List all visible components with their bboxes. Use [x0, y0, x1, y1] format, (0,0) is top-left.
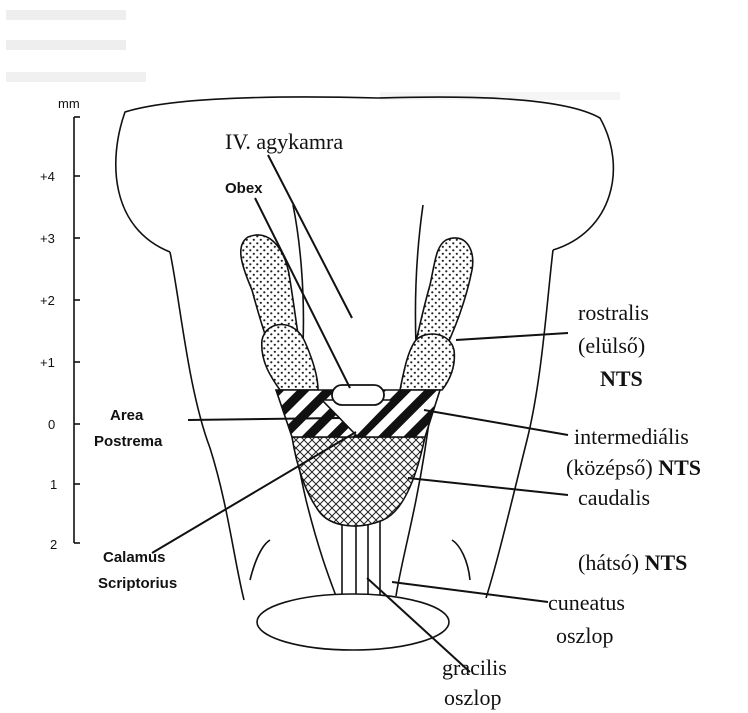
spinal-cord-outline	[257, 594, 449, 650]
leader-cuneatus	[392, 582, 548, 602]
scale-tick-label: 0	[48, 417, 55, 432]
caudal-nts	[292, 437, 425, 526]
label-intermediate-1: intermediális	[574, 424, 689, 449]
medulla-left-outer	[170, 252, 244, 600]
label-caudal-2: (hátsó) NTS	[578, 550, 687, 575]
label-cuneatus-1: cuneatus	[548, 590, 625, 615]
label-rostral-1: rostralis	[578, 300, 649, 325]
rostral-lobe-right	[400, 334, 454, 390]
label-gracilis-2: oszlop	[444, 685, 501, 710]
label-cuneatus-2: oszlop	[556, 623, 613, 648]
leader-rostral	[456, 333, 568, 340]
label-area-postrema-2: Postrema	[94, 433, 163, 450]
label-area-postrema-1: Area	[110, 407, 144, 424]
scale-tick-label: +4	[40, 169, 55, 184]
leader-intermediate	[424, 410, 568, 435]
scale-ticks	[74, 176, 80, 484]
rostral-lobe-left	[262, 325, 318, 391]
pons-outline	[116, 97, 614, 252]
mm-scale: mm +4 +3 +2 +1 0 1 2	[40, 96, 80, 552]
label-calamus-1: Calamus	[103, 549, 166, 566]
scale-tick-label: 1	[50, 477, 57, 492]
scale-unit-label: mm	[58, 96, 80, 111]
scan-residue	[6, 10, 620, 100]
label-caudal-1: caudalis	[578, 485, 650, 510]
label-gracilis-1: gracilis	[442, 655, 507, 680]
scale-tick-label: +1	[40, 355, 55, 370]
scale-tick-label: 2	[50, 537, 57, 552]
scale-tick-label: +3	[40, 231, 55, 246]
label-obex: Obex	[225, 180, 263, 197]
label-calamus-2: Scriptorius	[98, 575, 177, 592]
medulla-right-outer	[486, 250, 553, 598]
label-rostral-3: NTS	[600, 366, 643, 391]
scale-tick-label: +2	[40, 293, 55, 308]
leader-caudal	[408, 478, 568, 495]
label-iv-ventricle: IV. agykamra	[225, 129, 343, 154]
label-rostral-2: (elülső)	[578, 333, 645, 358]
obex-structure	[332, 385, 384, 405]
label-intermediate-2: (középső) NTS	[566, 455, 701, 480]
